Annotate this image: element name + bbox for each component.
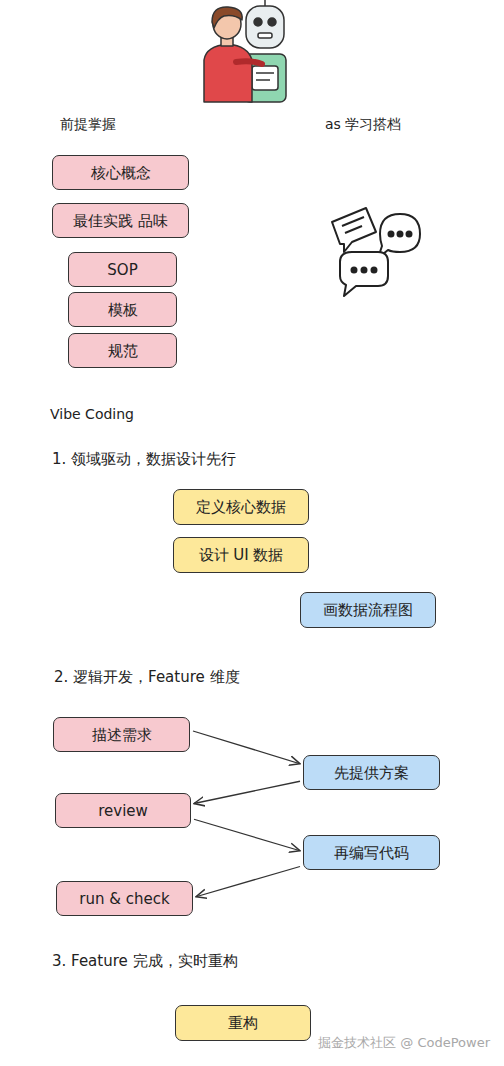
flow-arrow [196,867,300,897]
robot-mouth [258,33,272,38]
chat-line [345,226,362,233]
watermark: 掘金技术社区 @ CodePower [318,1035,490,1051]
box-text: 画数据流程图 [323,601,413,619]
process-box: SOP [68,252,177,287]
process-box: 定义核心数据 [173,489,309,525]
flow-arrow [194,781,300,803]
box-text: 规范 [108,342,138,360]
process-box: 描述需求 [53,717,190,752]
robot-panel [252,66,278,90]
chat-dot [398,232,403,237]
section-heading: 3. Feature 完成，实时重构 [52,952,238,970]
chat-dot [352,268,357,273]
process-box: 设计 UI 数据 [173,537,309,573]
robot-panel-line [256,72,274,74]
person-robot-illustration [204,0,286,102]
box-text: run & check [79,890,169,908]
chat-dot [362,268,367,273]
box-text: SOP [107,261,137,279]
box-text: 核心概念 [91,164,151,182]
process-box: 核心概念 [52,155,189,190]
person-hair [212,7,242,28]
chat-bubble [332,208,376,252]
section-heading: 1. 领域驱动，数据设计先行 [52,450,236,468]
chat-dot [389,232,394,237]
robot-eye [268,18,276,26]
robot-panel-line [256,79,270,81]
box-text: 描述需求 [92,726,152,744]
robot-antenna [264,0,266,6]
box-text: 定义核心数据 [196,498,286,516]
person-body [204,44,252,102]
process-box: 模板 [68,292,177,327]
process-box: 最佳实践 品味 [52,203,189,238]
flow-arrow [194,819,300,851]
box-text: 模板 [108,301,138,319]
process-box: 先提供方案 [303,755,440,790]
flow-arrow [193,731,300,764]
box-text: 设计 UI 数据 [199,546,284,564]
process-box: run & check [56,881,193,916]
chat-dot [407,232,412,237]
chat-bubbles-illustration [332,208,420,296]
chat-bubble [378,214,420,258]
chat-line [342,217,364,226]
chat-dot [372,268,377,273]
chat-bubble [340,252,388,296]
process-box: review [55,793,191,828]
text-label: Vibe Coding [50,406,134,423]
process-box: 再编写代码 [303,835,440,870]
section-heading: 2. 逻辑开发，Feature 维度 [54,668,240,686]
box-text: 重构 [228,1014,258,1032]
box-text: 最佳实践 品味 [73,212,168,230]
box-text: review [98,802,148,820]
box-text: 先提供方案 [334,764,409,782]
text-label: 前提掌握 [60,116,116,133]
box-text: 再编写代码 [334,844,409,862]
process-box: 规范 [68,333,177,368]
robot-eye [254,18,262,26]
text-label: as 学习搭档 [325,116,401,133]
process-box: 画数据流程图 [300,592,436,628]
person-arm [236,61,262,64]
robot-head [246,6,284,48]
process-box: 重构 [175,1005,311,1041]
